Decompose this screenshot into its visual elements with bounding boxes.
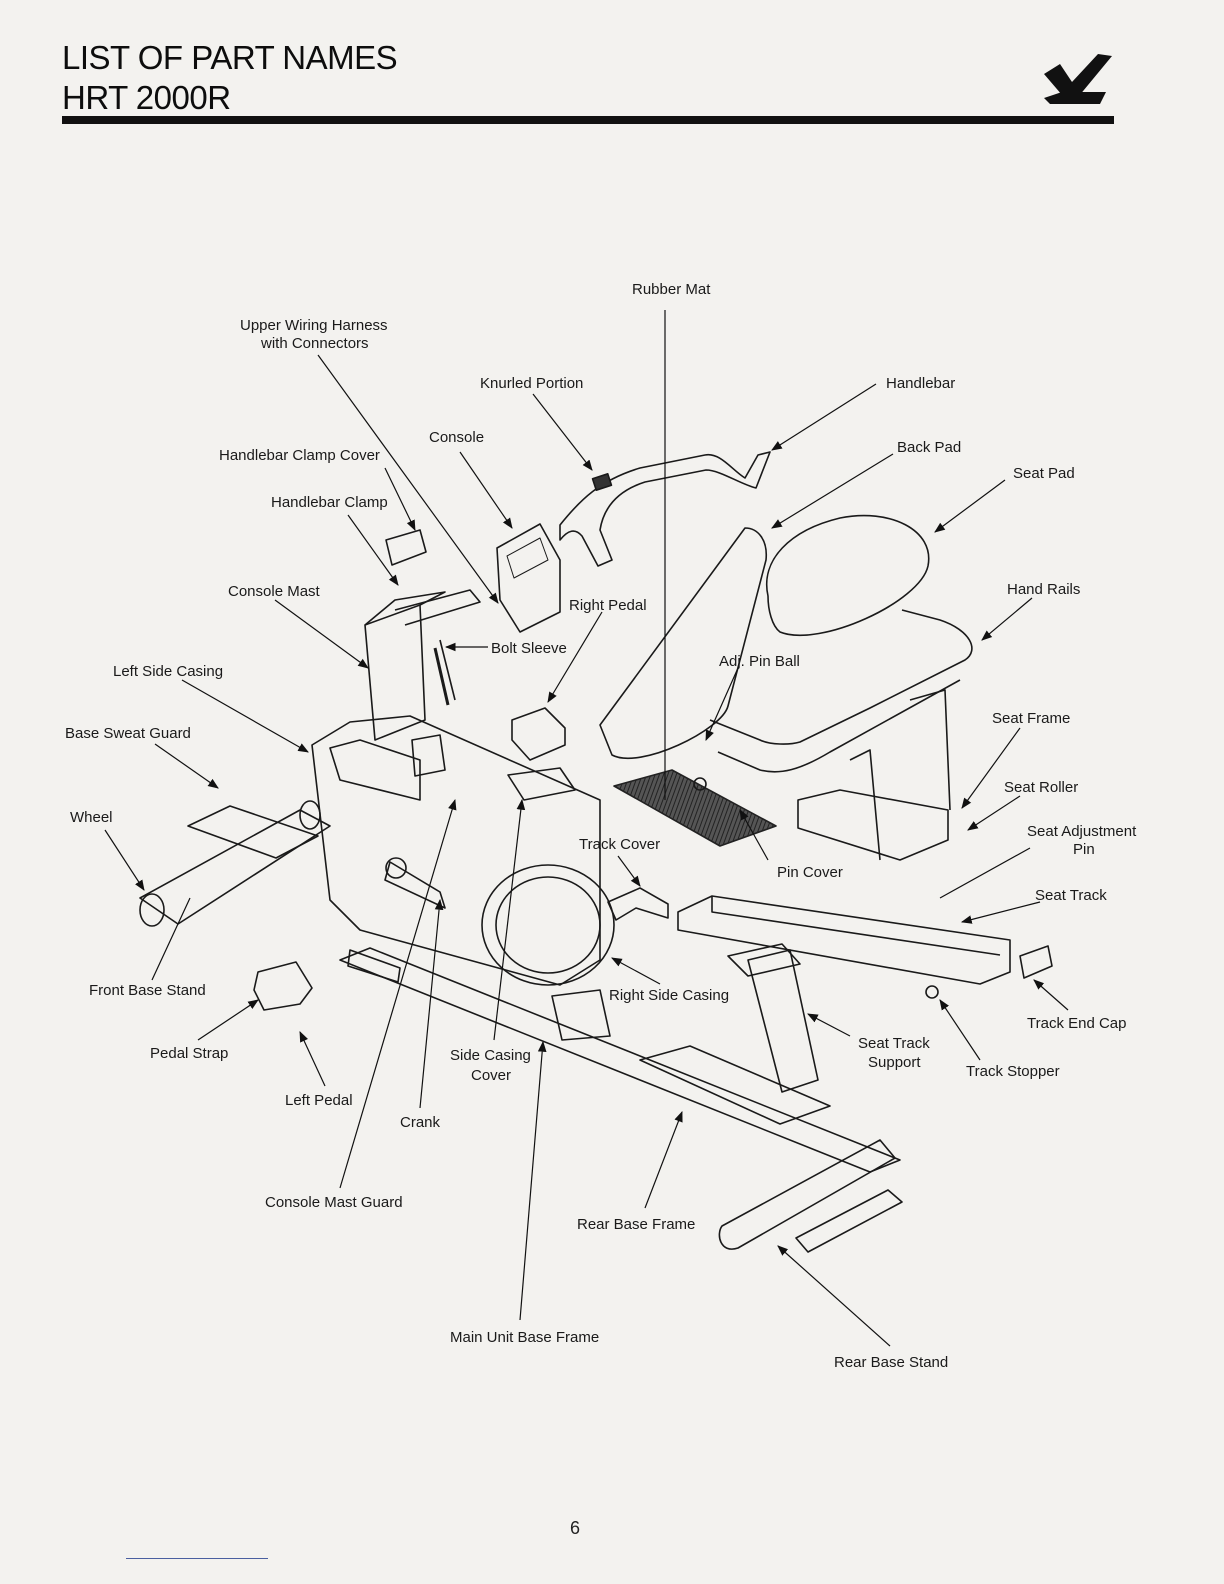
label-adj-pin-ball: Adj. Pin Ball [719,653,800,670]
label-console: Console [429,429,484,446]
console-mast-part [364,604,426,741]
label-left-side-casing: Left Side Casing [113,663,223,680]
label-seat-track: Seat Track [1035,887,1107,904]
page-number: 6 [569,1518,580,1538]
label-upper-wiring-harness-1: Upper Wiring Harness [240,317,388,334]
bolt-sleeve-part [433,647,450,706]
label-track-cover: Track Cover [579,836,660,853]
header-rule [62,116,1114,124]
label-main-unit-base-frame: Main Unit Base Frame [450,1329,599,1346]
rubber-mat-part [613,769,777,847]
label-right-pedal: Right Pedal [569,597,647,614]
label-hand-rails: Hand Rails [1007,581,1080,598]
label-pedal-strap: Pedal Strap [150,1045,228,1062]
label-console-mast-guard: Console Mast Guard [265,1194,403,1211]
hand-rails-part [709,609,973,745]
label-base-sweat-guard: Base Sweat Guard [65,725,191,742]
label-left-pedal: Left Pedal [285,1092,353,1109]
label-pin-cover: Pin Cover [777,864,843,881]
label-rubber-mat: Rubber Mat [632,281,711,298]
label-handlebar-clamp-cover: Handlebar Clamp Cover [219,447,380,464]
label-knurled-portion: Knurled Portion [480,375,583,392]
right-pedal-part [511,707,566,761]
label-rear-base-frame: Rear Base Frame [577,1216,695,1233]
rear-base-stand-part [718,1139,896,1250]
title-line-1: LIST OF PART NAMES [62,39,398,76]
label-seat-track-support-2: Support [868,1054,921,1071]
track-stopper-part [925,985,939,999]
label-seat-roller: Seat Roller [1004,779,1078,796]
label-console-mast: Console Mast [228,583,321,600]
label-front-base-stand: Front Base Stand [89,982,206,999]
side-casing-cover-part [507,767,576,801]
seat-track-support-part [747,949,819,1093]
seat-pad-part [765,514,930,637]
machine-drawing [139,451,1053,1253]
label-upper-wiring-harness-2: with Connectors [260,335,369,352]
label-seat-track-support-1: Seat Track [858,1035,930,1052]
label-seat-pad: Seat Pad [1013,465,1075,482]
part-labels: Rubber Mat Upper Wiring Harness with Con… [65,281,1137,1371]
label-seat-frame: Seat Frame [992,710,1070,727]
back-pad-part [599,527,768,760]
console-part [496,523,561,633]
label-bolt-sleeve: Bolt Sleeve [491,640,567,657]
label-handlebar-clamp: Handlebar Clamp [271,494,388,511]
label-track-end-cap: Track End Cap [1027,1015,1127,1032]
handlebar-part [559,451,771,567]
label-seat-adjustment-pin-1: Seat Adjustment [1027,823,1137,840]
label-rear-base-stand: Rear Base Stand [834,1354,948,1371]
seat-frame-part [797,789,949,861]
leader-lines [104,310,1069,1347]
label-right-side-casing: Right Side Casing [609,987,729,1004]
adj-pin-ball-part [693,777,707,791]
base-sweat-guard-part [187,805,319,859]
checkmark-logo-icon [1044,54,1112,104]
handlebar-clamp-cover-part [385,529,427,566]
label-crank: Crank [400,1114,441,1131]
footer-link-line [126,1558,268,1559]
wheel-part [139,809,331,925]
left-pedal-part [253,961,313,1011]
crank-part [384,861,446,909]
page-header: LIST OF PART NAMES HRT 2000R [62,38,398,118]
title-line-2: HRT 2000R [62,79,231,116]
label-handlebar: Handlebar [886,375,955,392]
right-side-casing-part [481,864,615,986]
left-side-casing-part [311,715,601,986]
track-cover-part [607,887,669,921]
label-back-pad: Back Pad [897,439,961,456]
label-wheel: Wheel [70,809,113,826]
label-track-stopper: Track Stopper [966,1063,1060,1080]
label-side-casing-cover-1: Side Casing [450,1047,531,1064]
knurled-portion-part [591,473,613,491]
label-side-casing-cover-2: Cover [471,1067,511,1084]
main-unit-base-frame-part [339,947,901,1173]
track-end-cap-part [1019,945,1053,979]
seat-track-part [677,895,1011,985]
label-seat-adjustment-pin-2: Pin [1073,841,1095,858]
